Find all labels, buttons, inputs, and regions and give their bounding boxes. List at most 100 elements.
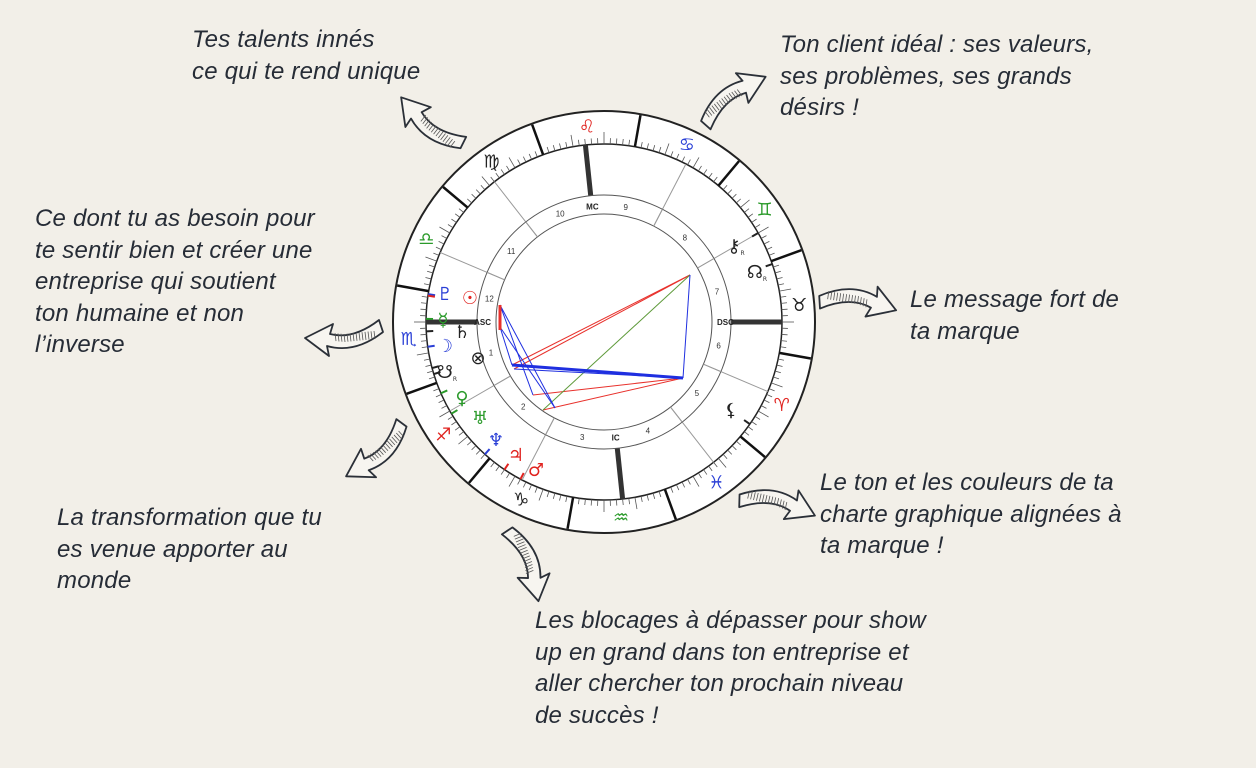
taurus-sign-icon: ♉ <box>791 295 807 316</box>
arrow-hatch <box>520 549 528 554</box>
pisces-sign-icon: ♓ <box>708 473 724 494</box>
arrow-hatch <box>349 333 352 342</box>
arrow-hatch <box>518 547 527 551</box>
degree-tick <box>774 270 781 274</box>
degree-tick <box>773 264 780 268</box>
degree-tick <box>480 184 486 190</box>
arrow-hatch <box>721 98 727 106</box>
degree-tick <box>713 462 718 468</box>
degree-tick <box>522 481 527 488</box>
north-node-planet-icon: ☊R <box>747 262 767 283</box>
note-line: Le ton et les couleurs de ta <box>820 469 1114 496</box>
aries-sign-icon: ♈ <box>774 395 790 416</box>
degree-tick <box>747 213 754 218</box>
arrow-to-besoin <box>304 319 384 357</box>
arrow-hatch <box>706 108 713 116</box>
degree-tick <box>441 405 448 409</box>
degree-tick <box>423 358 430 361</box>
note-line: ses problèmes, ses grands <box>780 62 1072 90</box>
degree-tick <box>731 193 737 199</box>
planet-marker <box>484 448 491 455</box>
arrow-hatch <box>764 495 768 504</box>
degree-tick <box>747 426 754 431</box>
degree-tick <box>622 138 624 146</box>
house-cusp <box>545 417 555 435</box>
degree-tick <box>640 496 643 503</box>
sign-boundary <box>531 124 545 156</box>
planet-marker <box>431 365 440 370</box>
note-transformation: La transformation que tu es venue apport… <box>57 502 322 597</box>
degree-tick <box>425 256 437 262</box>
arrow-hatch <box>377 448 384 455</box>
degree-tick <box>744 208 750 213</box>
arrow-hatch <box>523 558 532 563</box>
degree-tick <box>447 415 454 420</box>
aspect-line <box>542 377 684 411</box>
degree-tick <box>471 445 477 451</box>
cancer-sign-icon: ♋ <box>679 134 695 155</box>
degree-tick <box>500 169 505 175</box>
uranus-planet-icon: ♅ <box>472 408 488 429</box>
arrow-hatch <box>337 333 340 342</box>
aspect-line <box>499 326 556 409</box>
degree-tick <box>475 189 481 195</box>
part-of-fortune-planet-icon: ⊗ <box>470 348 485 369</box>
libra-sign-icon: ♎ <box>418 229 434 250</box>
aquarius-sign-icon: ♒ <box>613 507 629 528</box>
degree-tick <box>780 346 787 349</box>
arrow-hatch <box>833 292 836 301</box>
note-besoin: Ce dont tu as besoin pour te sentir bien… <box>35 203 315 361</box>
degree-tick <box>676 484 680 491</box>
venus-planet-icon: ♀ <box>455 388 468 409</box>
note-line: La transformation que tu <box>57 504 322 531</box>
arrow-hatch <box>753 492 756 501</box>
house-number-12: 12 <box>485 295 494 304</box>
degree-tick <box>771 382 783 388</box>
sign-boundary <box>739 435 766 458</box>
note-line: Ton client idéal : ses valeurs, <box>780 31 1094 58</box>
house-number-5: 5 <box>695 389 700 398</box>
arrow-hatch <box>827 291 830 300</box>
note-line: ta marque <box>910 317 1020 345</box>
degree-tick <box>646 143 649 150</box>
arrow-hatch <box>424 119 430 127</box>
arrow-hatch <box>750 491 753 500</box>
arrow-body <box>304 319 384 357</box>
degree-tick <box>495 465 500 472</box>
note-line: Les blocages à dépasser pour show <box>535 607 926 634</box>
degree-tick <box>676 153 680 160</box>
degree-tick <box>708 465 713 472</box>
pluto-planet-icon: ♇ <box>437 284 453 305</box>
degree-tick <box>438 240 445 245</box>
degree-tick <box>622 498 624 506</box>
degree-tick <box>703 469 708 475</box>
degree-tick <box>760 405 767 409</box>
degree-tick <box>628 498 631 505</box>
house-number-10: 10 <box>556 210 565 219</box>
degree-tick <box>559 143 562 150</box>
degree-tick <box>458 208 464 213</box>
degree-tick <box>751 421 757 426</box>
arrow-hatch <box>384 442 391 450</box>
sign-boundary <box>633 114 642 147</box>
degree-tick <box>427 270 434 274</box>
degree-tick <box>780 302 788 304</box>
arrow-hatch <box>524 564 533 568</box>
arrow-body <box>500 526 551 603</box>
degree-tick <box>670 151 674 158</box>
arrow-hatch <box>830 291 833 300</box>
degree-tick <box>658 491 662 498</box>
arrow-hatch <box>420 114 427 122</box>
note-blocages: Les blocages à dépasser pour show up en … <box>535 605 926 731</box>
arrow-hatch <box>716 101 722 109</box>
arrow-hatch <box>767 495 771 504</box>
arrow-hatch <box>435 129 442 137</box>
sun-planet-icon: ☉ <box>462 288 478 309</box>
arrow-hatch <box>776 498 780 507</box>
arrow-to-blocages <box>500 526 551 603</box>
degree-tick <box>420 340 428 342</box>
degree-tick <box>744 431 750 436</box>
arrow-hatch <box>440 133 446 141</box>
capricorn-sign-icon: ♑ <box>513 490 529 511</box>
